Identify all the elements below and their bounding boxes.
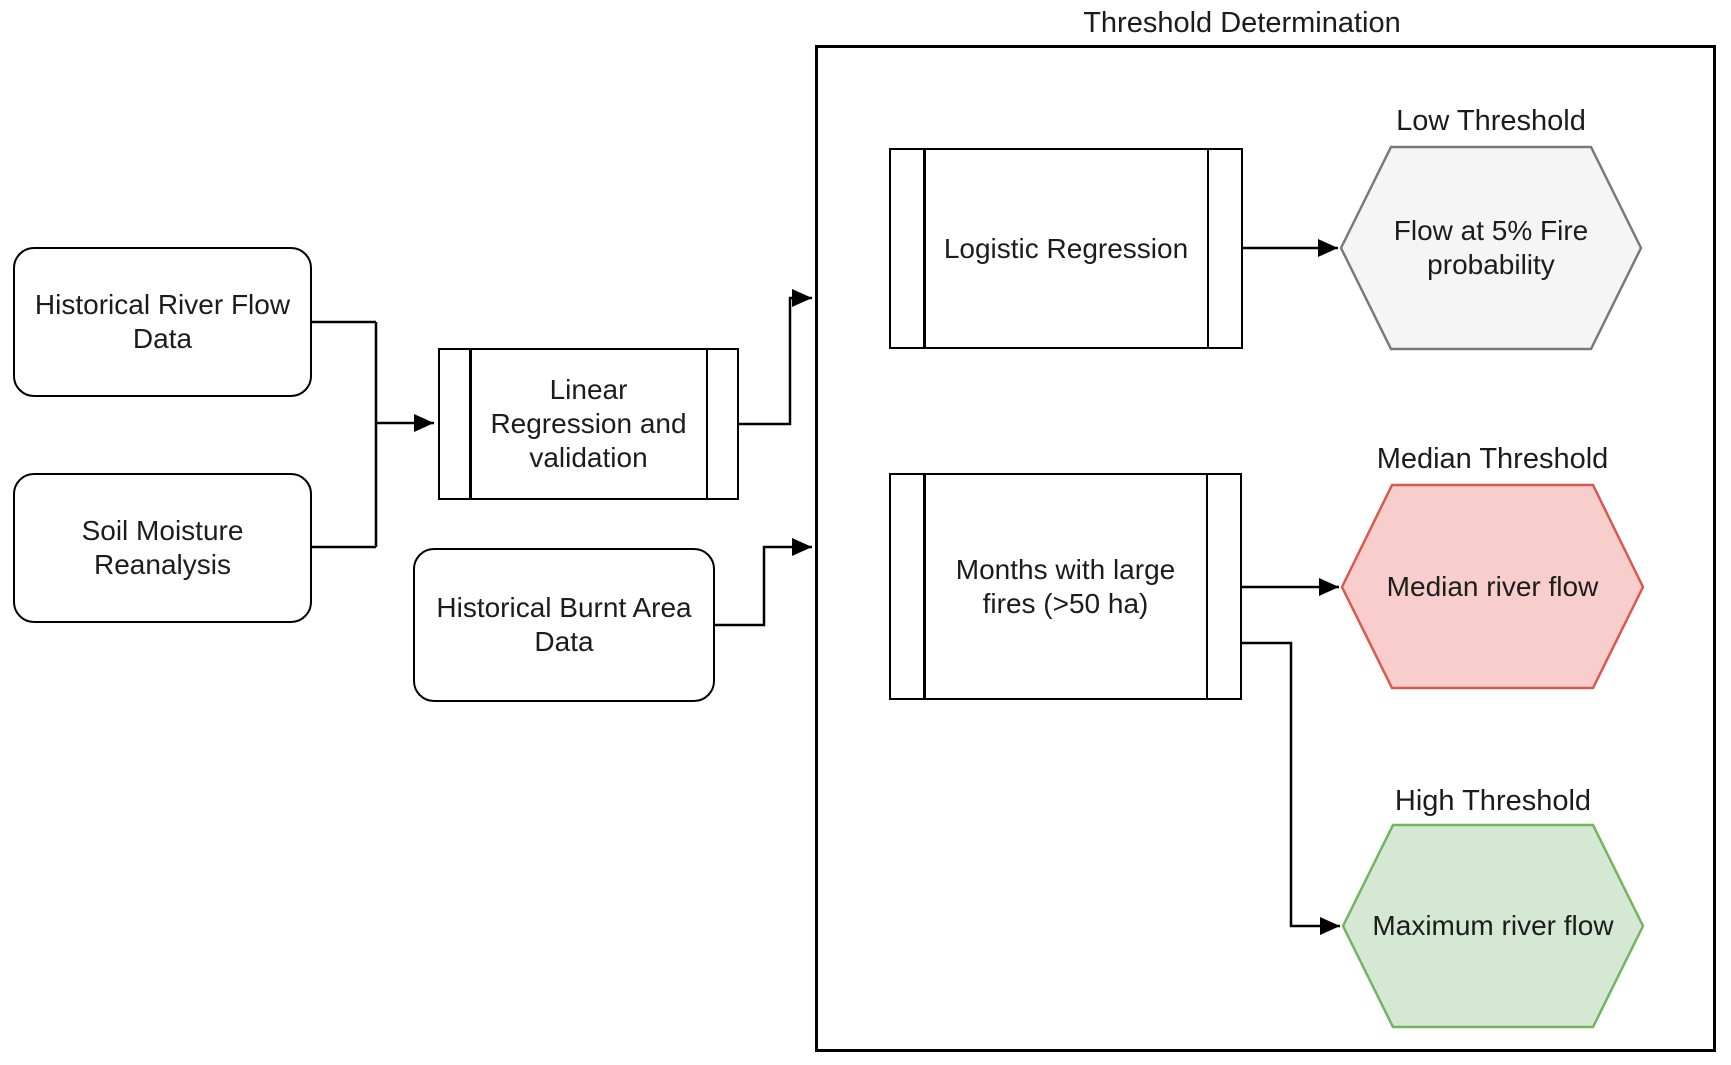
node-label-line: Historical River Flow (34, 289, 291, 320)
node-label: Historical Burnt Area Data (436, 591, 691, 659)
node-historical-burnt-area-data: Historical Burnt Area Data (413, 548, 715, 702)
node-label-line: Historical Burnt Area (436, 592, 692, 623)
low-threshold-hexagon-label: Flow at 5% Fire probability (1341, 147, 1641, 349)
median-threshold-hexagon-shape (1340, 483, 1645, 690)
node-label-line: probability (1427, 249, 1555, 280)
node-label-line: Data (534, 626, 594, 657)
edge-burnt-area-to-group (715, 538, 812, 627)
threshold-determination-group (815, 45, 1716, 1052)
edge-months-to-high-threshold (1242, 641, 1340, 935)
node-label-line: validation (529, 442, 648, 473)
high-threshold-hexagon-shape (1341, 823, 1645, 1029)
edge-linear-regression-to-group (739, 289, 812, 426)
node-label-line: fires (>50 ha) (982, 587, 1149, 619)
node-label-line: Data (132, 323, 193, 354)
node-label-line: Median river flow (1386, 570, 1599, 602)
node-label: Historical River Flow Data (35, 288, 290, 356)
node-label-line: Soil Moisture (81, 515, 244, 546)
node-label: Months with large fires (>50 ha) (956, 553, 1175, 621)
median-threshold-hexagon-label: Median river flow (1342, 485, 1643, 688)
node-historical-river-flow-data: Historical River Flow Data (13, 247, 312, 397)
node-label-line: Flow at 5% Fire (1393, 215, 1589, 246)
node-soil-moisture-reanalysis: Soil Moisture Reanalysis (13, 473, 312, 623)
node-label-line: Regression and (490, 408, 687, 439)
node-label: Logistic Regression (944, 232, 1188, 266)
node-months-with-large-fires: Months with large fires (>50 ha) (889, 473, 1242, 700)
node-label: Linear Regression and validation (490, 373, 686, 475)
high-threshold-hexagon-label: Maximum river flow (1343, 825, 1643, 1027)
median-threshold-caption: Median Threshold (1376, 443, 1609, 475)
group-title: Threshold Determination (1083, 7, 1401, 39)
low-threshold-hexagon-shape (1339, 145, 1643, 351)
node-label: Soil Moisture Reanalysis (82, 514, 244, 582)
node-label-line: Months with large (955, 553, 1176, 585)
node-linear-regression-and-validation: Linear Regression and validation (438, 348, 739, 500)
node-label-line: Reanalysis (94, 549, 231, 580)
node-label-line: Linear (549, 374, 628, 405)
node-label-line: Maximum river flow (1372, 910, 1614, 941)
high-threshold-caption: High Threshold (1394, 785, 1592, 817)
low-threshold-caption: Low Threshold (1396, 105, 1586, 137)
node-logistic-regression: Logistic Regression (889, 148, 1243, 349)
node-label-line: Logistic Regression (943, 232, 1189, 264)
